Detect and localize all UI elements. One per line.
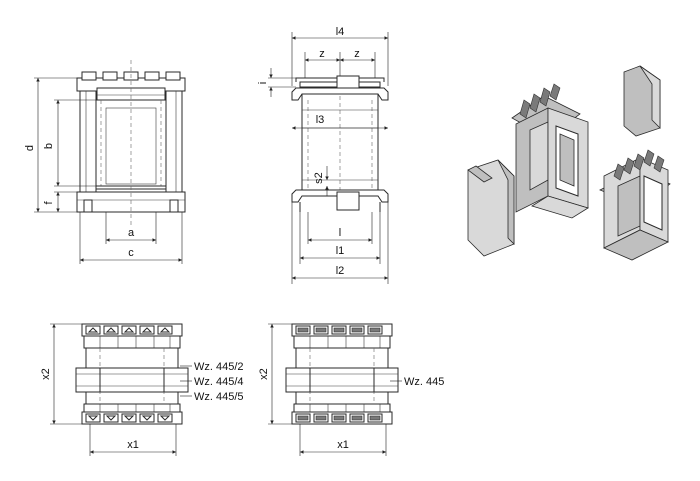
wz-label-left-2: Wz. 445/4 [194,376,244,388]
wz-label-right: Wz. 445 [404,376,444,388]
bottom-left-dimensions: x2 x1 [40,323,192,456]
front-view [76,60,186,225]
bottom-left-view [75,323,189,425]
isometric-exploded-view [467,65,671,261]
dim-b: b [43,143,55,149]
dim-x2-right: x2 [258,368,270,380]
dim-x2-left: x2 [40,368,52,380]
wz-label-left-3: Wz. 445/5 [194,391,244,403]
bottom-right-view [285,323,399,425]
dim-x1-right: x1 [337,439,349,451]
dim-i: i [257,82,269,84]
dim-f: f [43,201,55,205]
dim-z-left: z [319,48,325,60]
side-view [291,75,389,212]
side-view-dimensions: l4 z z i l3 s2 l l1 l2 [257,26,389,284]
dim-d: d [24,145,36,151]
dim-l2: l2 [336,265,345,277]
dim-s2: s2 [313,172,325,184]
dim-l4: l4 [336,26,345,38]
wz-label-left-1: Wz. 445/2 [194,361,244,373]
dim-l1: l1 [336,245,345,257]
dim-a: a [128,227,135,239]
bottom-right-dimensions: x2 x1 [258,323,402,456]
dim-l: l [339,227,341,239]
dim-c: c [128,247,134,259]
front-view-dimensions: d b f a c [24,77,183,264]
dim-z-right: z [354,48,360,60]
dim-x1-left: x1 [127,439,139,451]
dim-l3: l3 [316,114,325,126]
